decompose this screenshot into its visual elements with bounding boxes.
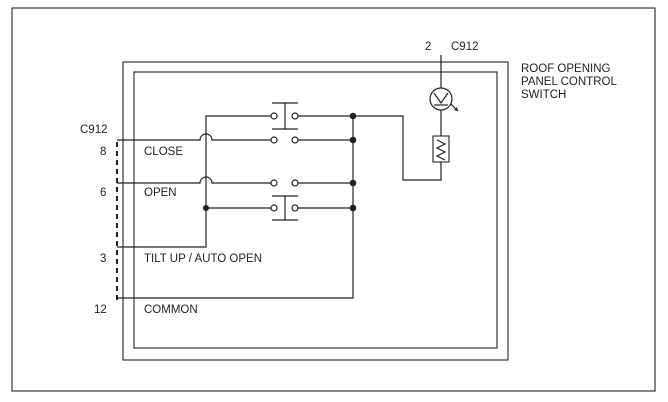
switch-contact-row-2 xyxy=(270,136,353,144)
led-icon xyxy=(429,87,459,112)
switch-contact-row-4 xyxy=(270,204,353,212)
left-connector-label: C912 xyxy=(80,124,108,136)
switch-actuator-lower xyxy=(272,195,298,221)
switch-title-line-3: SWITCH xyxy=(521,89,566,101)
wire-close xyxy=(117,133,271,141)
signal-label-close: CLOSE xyxy=(144,146,183,158)
switch-actuator-upper xyxy=(272,102,298,130)
switch-title-line-2: PANEL CONTROL xyxy=(521,76,617,88)
resistor-icon xyxy=(432,135,450,163)
signal-label-open: OPEN xyxy=(144,187,177,199)
wire-open xyxy=(117,176,271,184)
pin-number-12: 12 xyxy=(94,304,107,316)
outer-frame xyxy=(11,7,656,392)
switch-contact-row-1 xyxy=(270,112,353,120)
switch-inner-box xyxy=(133,71,498,349)
wire-tilt-up xyxy=(117,115,271,248)
signal-label-common: COMMON xyxy=(144,304,198,316)
pin-number-8: 8 xyxy=(100,146,106,158)
top-connector-label: C912 xyxy=(451,41,479,53)
wire-common xyxy=(117,116,354,299)
switch-title-line-1: ROOF OPENING xyxy=(521,63,611,75)
pin-number-6: 6 xyxy=(100,187,106,199)
switch-outer-box xyxy=(122,61,509,361)
signal-label-tilt-up-auto-open: TILT UP / AUTO OPEN xyxy=(144,253,262,265)
top-pin-number: 2 xyxy=(425,41,431,53)
illumination-wire xyxy=(353,55,442,181)
switch-contact-row-3 xyxy=(270,179,353,187)
pin-number-3: 3 xyxy=(100,253,106,265)
